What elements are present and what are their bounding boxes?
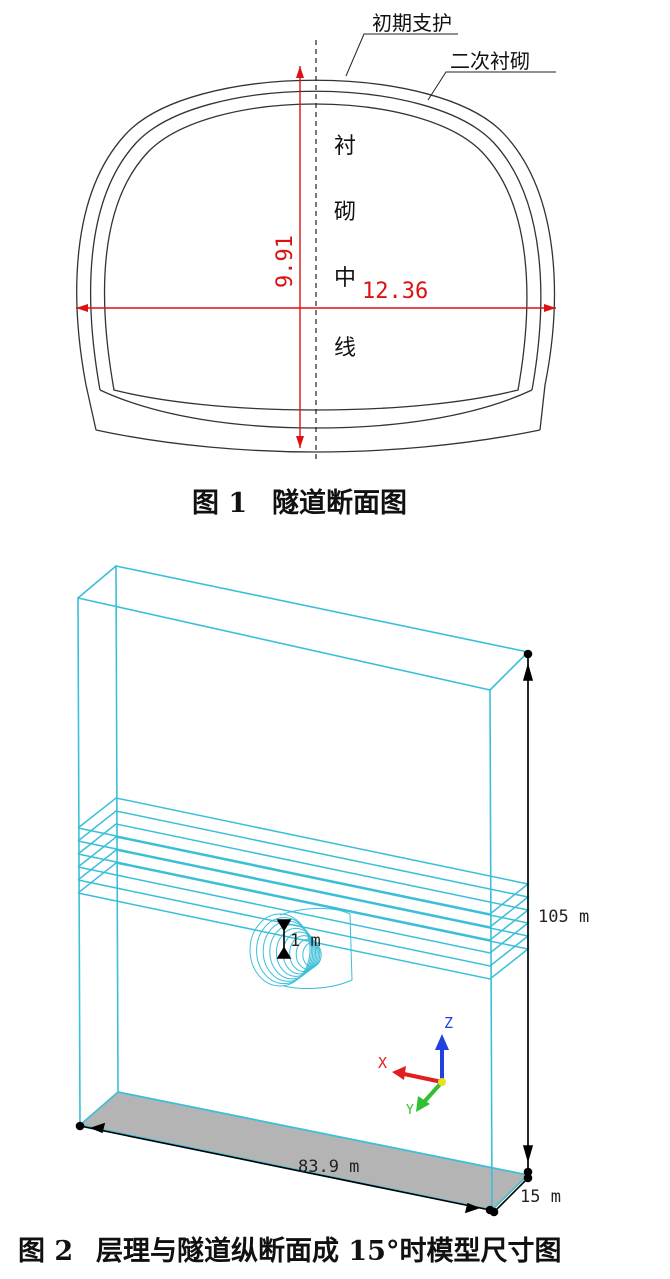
model-top-edge-right — [489, 651, 529, 691]
depth-dim-end-b — [523, 1173, 533, 1183]
length-dim-end-left — [75, 1121, 85, 1131]
centerline-char-1: 衬 — [334, 134, 356, 159]
depth-dim-label-15: 15 m — [520, 1187, 561, 1207]
depth-dim-line-15 — [493, 1177, 529, 1213]
height-arrow-top — [296, 66, 304, 78]
secondary-lining-leader — [427, 71, 556, 101]
secondary-lining-label: 二次衬砌 — [450, 49, 530, 73]
tunnel-ring — [302, 942, 322, 968]
height-dimension-label: 9.91 — [273, 235, 298, 288]
tunnel-ring — [275, 927, 317, 977]
axis-y-label: Y — [406, 1103, 414, 1118]
initial-support-outer-outline — [76, 79, 556, 431]
axis-z-arrowhead — [435, 1034, 449, 1050]
tunnel-ring — [256, 917, 312, 985]
tunnel-dim-arrow-bottom — [276, 946, 292, 959]
tunnel-body-outline — [279, 907, 353, 989]
centerline-char-4: 线 — [334, 336, 356, 361]
centerline-char-2: 砌 — [334, 200, 356, 225]
height-dim-arrow-bottom — [522, 1145, 534, 1163]
axis-origin — [438, 1078, 446, 1086]
figure-2-caption-title: 层理与隧道纵断面成 15°时模型尺寸图 — [96, 1235, 561, 1267]
length-dim-arrow-right — [464, 1202, 481, 1214]
width-dimension-label: 12.36 — [362, 279, 428, 304]
tunnel-ring — [269, 924, 315, 980]
tunnel-dim-arrow-top — [276, 919, 292, 932]
initial-support-inner-outline — [89, 90, 542, 391]
initial-support-leader — [345, 33, 458, 77]
width-arrow-right — [544, 304, 556, 312]
figure-2-dimensions — [75, 649, 534, 1217]
figure-1-caption-number: 图 1 — [192, 488, 247, 519]
figure-1-caption-title: 隧道断面图 — [272, 487, 407, 519]
tunnel-wireframe — [249, 907, 353, 989]
length-dim-arrow-left — [89, 1122, 106, 1134]
width-arrow-left — [76, 304, 88, 312]
centerline-char-3: 中 — [334, 266, 356, 291]
figure-2-caption-number: 图 2 — [18, 1236, 73, 1267]
height-arrow-bottom — [296, 436, 304, 448]
tunnel-ring — [289, 935, 319, 973]
axis-x-shaft — [403, 1072, 443, 1084]
invert-outline-2 — [95, 429, 541, 453]
axis-x-label: X — [378, 1054, 387, 1072]
axis-y-arrowhead — [416, 1096, 430, 1112]
model-base-face — [78, 1091, 530, 1211]
tunnel-ring — [249, 913, 311, 987]
secondary-lining-outline — [103, 103, 528, 411]
axis-x-arrowhead — [392, 1066, 406, 1080]
tunnel-dim-label-1m: 1 m — [290, 931, 321, 951]
depth-dim-end-a — [489, 1207, 499, 1217]
length-dim-label-83-9: 83.9 m — [298, 1157, 359, 1177]
tunnel-ring — [295, 938, 321, 970]
height-dim-label-105: 105 m — [538, 907, 589, 927]
axis-triad: Z X Y — [378, 1014, 453, 1118]
axis-z-label: Z — [444, 1014, 453, 1032]
height-dim-arrow-top — [522, 663, 534, 681]
height-dim-end-top — [523, 649, 533, 659]
figure-1-tunnel-section: 9.91 12.36 衬 砌 中 线 初期支护 二次衬砌 图 1 隧道断面图 — [76, 11, 556, 519]
model-top-edge-left — [77, 565, 117, 599]
initial-support-label: 初期支护 — [372, 11, 452, 35]
axis-y-shaft — [422, 1080, 444, 1104]
length-dim-line-83-9 — [79, 1125, 491, 1211]
